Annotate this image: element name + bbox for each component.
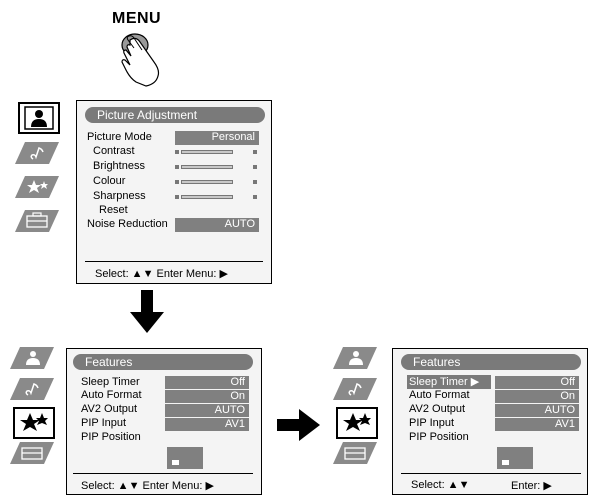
tab-sound[interactable] — [333, 377, 377, 401]
toolbox-icon — [10, 442, 54, 464]
person-picture-icon — [333, 347, 377, 369]
pip-input-value[interactable]: AV1 — [165, 418, 249, 431]
selection-highlight — [407, 375, 491, 389]
features-panel: Features Sleep Timer Off Auto Format On … — [66, 348, 262, 495]
person-picture-icon — [10, 347, 54, 369]
tab-setup[interactable] — [10, 441, 54, 465]
pip-position-preview[interactable] — [497, 447, 533, 469]
tab-features[interactable] — [15, 175, 59, 199]
tab-setup[interactable] — [15, 209, 59, 233]
row-reset-label[interactable]: Reset — [99, 204, 128, 216]
stars-icon — [15, 176, 59, 198]
row-pip-position-label[interactable]: PIP Position — [409, 431, 469, 443]
row-av2-output-label[interactable]: AV2 Output — [409, 403, 466, 415]
row-sleep-timer-label[interactable]: Sleep Timer ▶ — [409, 376, 480, 388]
tab-sound[interactable] — [10, 377, 54, 401]
row-av2-output-label[interactable]: AV2 Output — [81, 403, 138, 415]
pip-input-value[interactable]: AV1 — [495, 418, 579, 431]
noise-reduction-value[interactable]: AUTO — [175, 218, 259, 232]
toolbox-icon — [333, 442, 377, 464]
tab-features[interactable] — [13, 407, 55, 439]
music-note-icon — [333, 378, 377, 400]
panel-title: Features — [73, 354, 253, 370]
av2-output-value[interactable]: AUTO — [165, 404, 249, 417]
picture-mode-value[interactable]: Personal — [175, 131, 259, 145]
row-colour-label[interactable]: Colour — [93, 175, 126, 187]
footer-select-hint: Select: ▲▼ — [411, 479, 470, 491]
footer-hint: Select: ▲▼ Enter Menu: ▶ — [81, 480, 214, 492]
menu-label: MENU — [112, 10, 162, 27]
stars-icon — [20, 413, 48, 431]
sleep-timer-value[interactable]: Off — [165, 376, 249, 389]
row-noise-reduction-label[interactable]: Noise Reduction — [87, 218, 168, 230]
contrast-slider[interactable] — [175, 149, 259, 155]
brightness-slider[interactable] — [175, 164, 259, 170]
tab-picture[interactable] — [333, 346, 377, 370]
footer-hint: Select: ▲▼ Enter Menu: ▶ — [95, 268, 228, 280]
tab-setup[interactable] — [333, 441, 377, 465]
music-note-icon — [15, 142, 59, 164]
colour-slider[interactable] — [175, 179, 259, 185]
footer-divider — [73, 473, 253, 474]
row-pip-position-label[interactable]: PIP Position — [81, 431, 141, 443]
down-arrow-icon — [130, 290, 164, 339]
auto-format-value[interactable]: On — [495, 390, 579, 403]
row-sleep-timer-label[interactable]: Sleep Timer — [81, 376, 140, 388]
sharpness-slider[interactable] — [175, 194, 259, 200]
music-note-icon — [10, 378, 54, 400]
footer-enter-hint: Enter: ▶ — [511, 480, 552, 492]
hand-pressing-button-icon[interactable] — [112, 28, 174, 93]
person-picture-icon — [24, 106, 54, 130]
row-sharpness-label[interactable]: Sharpness — [93, 190, 146, 202]
row-auto-format-label[interactable]: Auto Format — [81, 389, 142, 401]
row-picture-mode-label[interactable]: Picture Mode — [87, 131, 152, 143]
panel-title: Picture Adjustment — [85, 107, 265, 123]
tab-features[interactable] — [336, 407, 378, 439]
footer-divider — [85, 261, 263, 262]
panel-title: Features — [401, 354, 581, 370]
toolbox-icon — [15, 210, 59, 232]
av2-output-value[interactable]: AUTO — [495, 404, 579, 417]
tab-picture[interactable] — [18, 102, 60, 134]
auto-format-value[interactable]: On — [165, 390, 249, 403]
features-panel-selected: Features Sleep Timer ▶ Off Auto Format O… — [392, 348, 588, 495]
row-contrast-label[interactable]: Contrast — [93, 145, 135, 157]
right-arrow-icon — [277, 409, 321, 446]
footer-divider — [401, 473, 581, 474]
row-pip-input-label[interactable]: PIP Input — [409, 417, 455, 429]
stars-icon — [343, 413, 371, 431]
row-auto-format-label[interactable]: Auto Format — [409, 389, 470, 401]
row-pip-input-label[interactable]: PIP Input — [81, 417, 127, 429]
row-brightness-label[interactable]: Brightness — [93, 160, 145, 172]
picture-adjustment-panel: Picture Adjustment Picture Mode Personal… — [76, 100, 272, 284]
tab-picture[interactable] — [10, 346, 54, 370]
pip-position-preview[interactable] — [167, 447, 203, 469]
sleep-timer-value[interactable]: Off — [495, 376, 579, 389]
tab-sound[interactable] — [15, 141, 59, 165]
